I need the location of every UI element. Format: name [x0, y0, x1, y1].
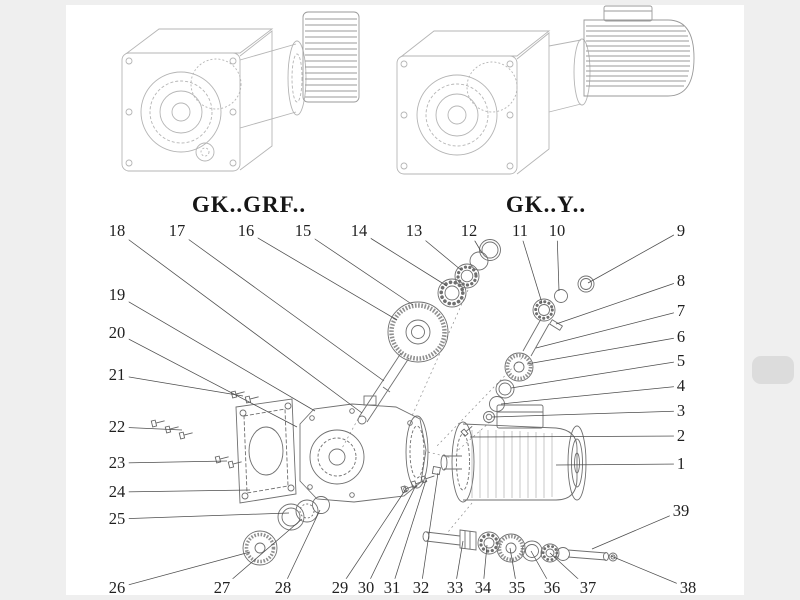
callout-17: 17 [165, 221, 189, 241]
callout-30: 30 [354, 578, 378, 598]
callout-6: 6 [673, 327, 689, 347]
callout-19: 19 [105, 285, 129, 305]
flange-plate [235, 398, 297, 504]
output-shaft-assembly [422, 529, 618, 563]
callout-8: 8 [673, 271, 689, 291]
callout-32: 32 [409, 578, 433, 598]
page-margin-bottom [0, 595, 800, 600]
callout-4: 4 [673, 376, 689, 396]
callout-31: 31 [380, 578, 404, 598]
callout-12: 12 [457, 221, 481, 241]
callout-14: 14 [347, 221, 371, 241]
callout-26: 26 [105, 578, 129, 598]
callout-10: 10 [545, 221, 569, 241]
output-gear [242, 530, 278, 566]
leader-lines [116, 230, 689, 589]
callout-24: 24 [105, 482, 129, 502]
callout-36: 36 [540, 578, 564, 598]
callout-13: 13 [402, 221, 426, 241]
callout-39: 39 [669, 501, 693, 521]
variant-label-gk-y: GK..Y.. [505, 192, 587, 217]
page-margin-left [0, 0, 66, 600]
drawing-gk-grf [121, 11, 360, 172]
intermediate-gear-shaft [357, 301, 449, 425]
variant-label-gk-grf: GK..GRF.. [191, 192, 307, 217]
callout-35: 35 [505, 578, 529, 598]
callout-33: 33 [443, 578, 467, 598]
callout-25: 25 [105, 509, 129, 529]
callout-27: 27 [210, 578, 234, 598]
callout-1: 1 [673, 454, 689, 474]
grf-fan-cover [302, 11, 360, 103]
y-motor [583, 5, 695, 97]
callout-34: 34 [471, 578, 495, 598]
gear-housing [299, 395, 429, 503]
callout-15: 15 [291, 221, 315, 241]
input-pinion-assembly [483, 275, 595, 423]
callout-11: 11 [509, 221, 531, 241]
intermediate-bearings [437, 239, 501, 308]
callout-38: 38 [676, 578, 700, 598]
callout-37: 37 [576, 578, 600, 598]
callout-28: 28 [271, 578, 295, 598]
callout-21: 21 [105, 365, 129, 385]
page-margin-top [0, 0, 800, 5]
callout-18: 18 [105, 221, 129, 241]
motor [440, 404, 587, 503]
scan-edge-artifact [752, 356, 794, 384]
callout-23: 23 [105, 453, 129, 473]
output-seal-stack [277, 496, 330, 531]
callout-20: 20 [105, 323, 129, 343]
callout-7: 7 [673, 301, 689, 321]
callout-2: 2 [673, 426, 689, 446]
callout-29: 29 [328, 578, 352, 598]
callout-22: 22 [105, 417, 129, 437]
page-margin-right [744, 0, 800, 600]
screw-fasteners [150, 390, 473, 494]
callout-5: 5 [673, 351, 689, 371]
callout-9: 9 [673, 221, 689, 241]
callout-3: 3 [673, 401, 689, 421]
callout-16: 16 [234, 221, 258, 241]
drawing-gk-y [396, 5, 695, 175]
